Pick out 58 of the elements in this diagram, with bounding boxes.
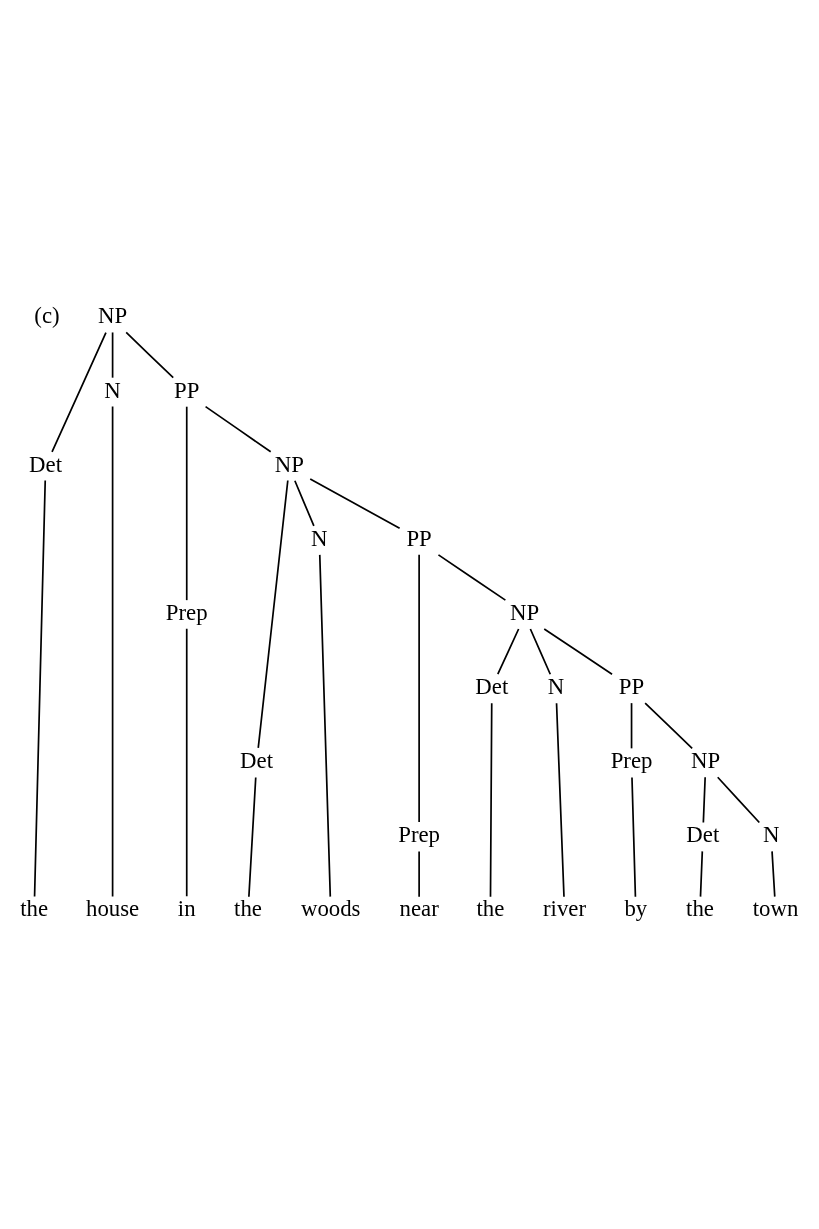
node-text: N [104, 377, 121, 403]
connector [257, 479, 289, 749]
connector [555, 702, 565, 898]
node-text: Det [686, 822, 720, 848]
node-text: the [476, 896, 505, 922]
node-text: NP [510, 599, 540, 625]
connector [51, 331, 107, 453]
connector [309, 478, 401, 530]
connector [204, 405, 272, 453]
label: (c) [34, 303, 60, 329]
connector [33, 479, 47, 898]
node-text: in [177, 896, 196, 922]
connector [185, 627, 188, 898]
node-text: near [399, 896, 439, 922]
connector [111, 405, 114, 898]
node-text: house [86, 896, 140, 922]
connector [418, 850, 420, 898]
connector [294, 479, 315, 527]
connector [496, 628, 520, 676]
connector [318, 554, 332, 898]
connector [771, 850, 776, 898]
connector [529, 628, 552, 676]
node-text: Det [29, 451, 63, 477]
connector [716, 776, 761, 824]
node-text: the [234, 896, 262, 922]
connector [702, 776, 706, 824]
node-text: by [624, 896, 648, 922]
connector [185, 405, 188, 601]
node-text: PP [174, 377, 200, 403]
connector [543, 628, 613, 676]
node-text: PP [618, 674, 645, 700]
node-text: PP [406, 525, 432, 551]
node-text: woods [300, 896, 361, 922]
connector [248, 776, 257, 898]
connector [644, 702, 694, 750]
node-text: Prep [398, 822, 441, 848]
connector [630, 702, 633, 750]
node-text: N [311, 525, 328, 551]
node-text: NP [98, 303, 128, 329]
connector [699, 850, 704, 898]
node-text: NP [274, 451, 304, 477]
connector [631, 776, 637, 898]
connector [111, 331, 114, 379]
connector [125, 331, 175, 379]
connector [489, 702, 493, 898]
node-text: N [547, 674, 565, 700]
node-text: river [543, 896, 587, 922]
node-text: Prep [165, 599, 208, 625]
node-text: NP [691, 748, 721, 774]
node-text: Det [475, 674, 509, 700]
node-text: the [20, 896, 49, 922]
connector [437, 554, 507, 601]
node-text: N [763, 822, 780, 848]
node-text: Prep [610, 748, 653, 774]
connector [418, 553, 420, 823]
node-text: Det [240, 748, 274, 774]
node-text: town [752, 896, 799, 922]
node-text: the [686, 896, 714, 922]
